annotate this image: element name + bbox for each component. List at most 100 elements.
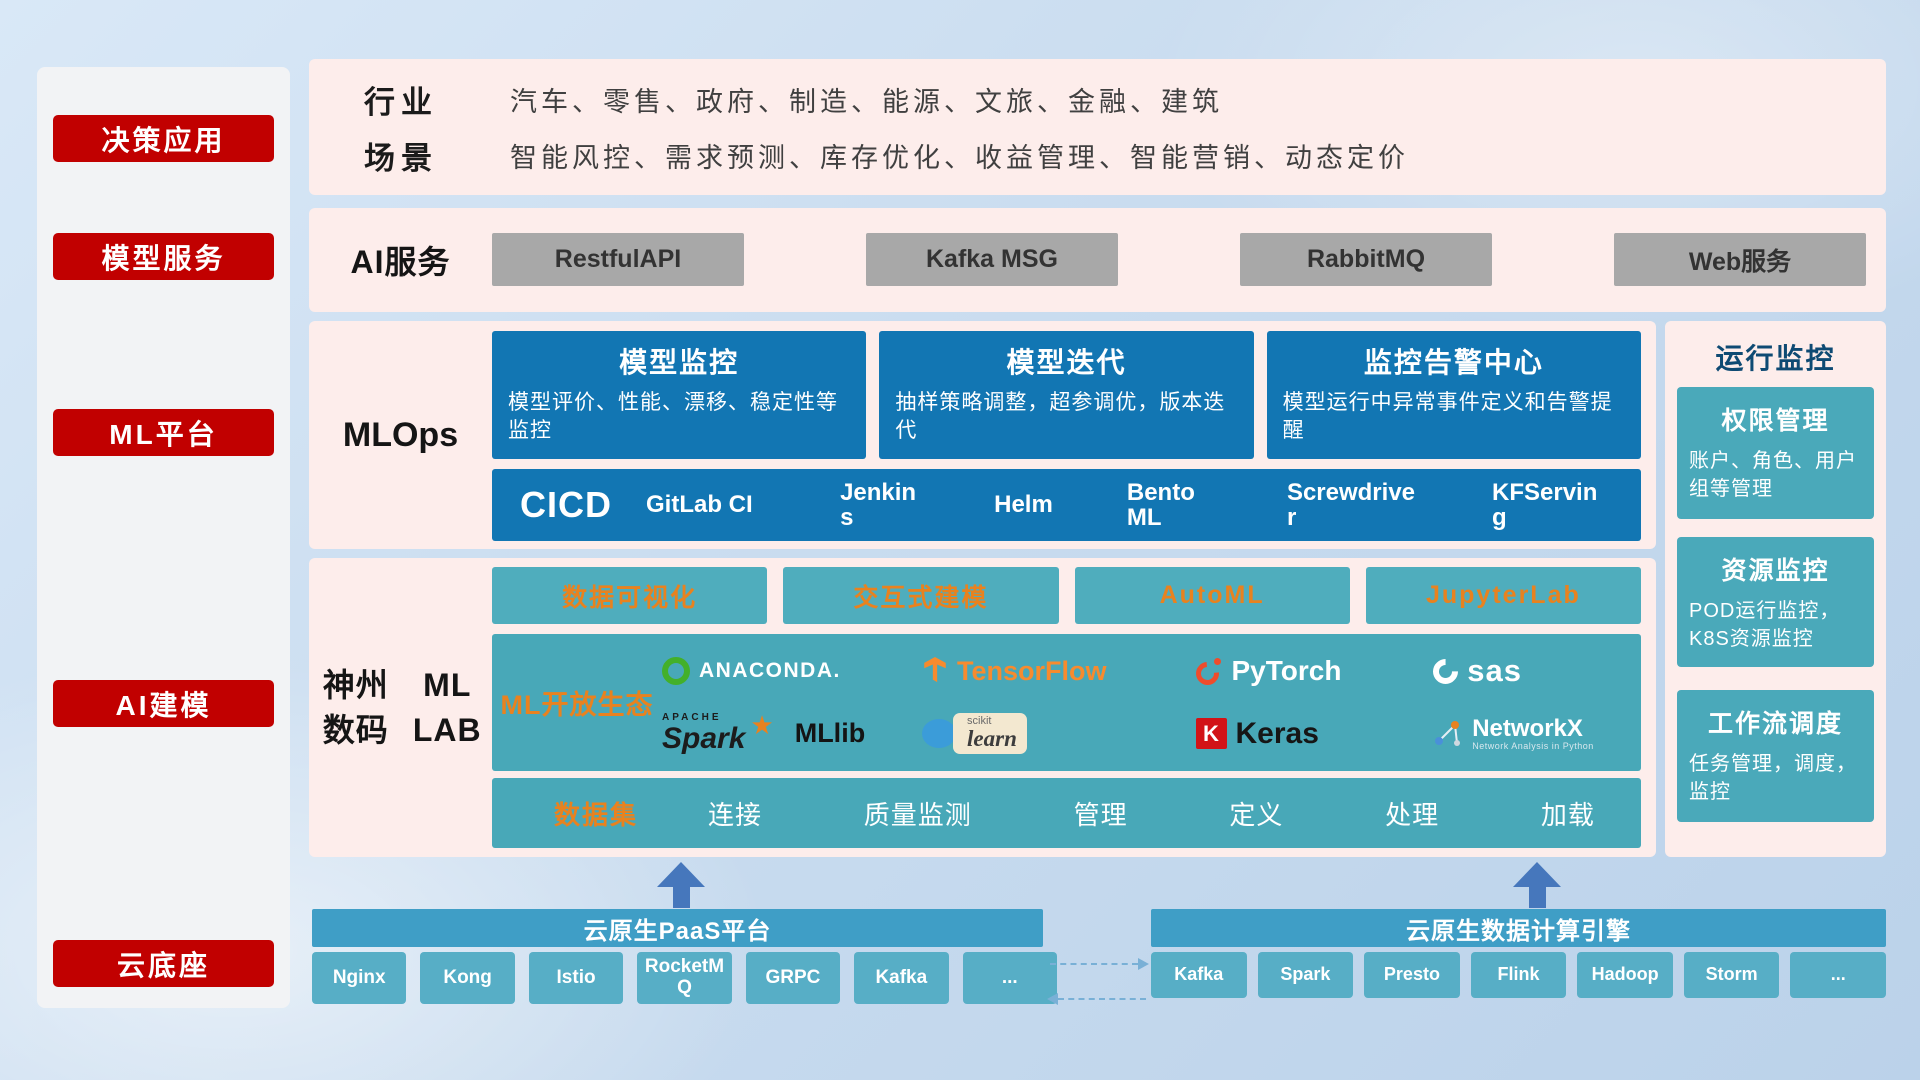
jenkins-item: Jenkins xyxy=(840,478,917,531)
mlops-panel: MLOps 模型监控 模型评价、性能、漂移、稳定性等监控 模型迭代 抽样策略调整… xyxy=(309,321,1656,549)
scene-row: 场景 智能风控、需求预测、库存优化、收益管理、智能营销、动态定价 xyxy=(309,133,1886,178)
spark-star-icon xyxy=(750,710,773,741)
ml-ecosystem-label: ML开放生态 xyxy=(500,690,654,720)
left-category-sidebar: 决策应用 模型服务 ML平台 AI建模 云底座 xyxy=(37,67,290,1008)
restfulapi-button[interactable]: RestfulAPI xyxy=(492,233,744,286)
scikit-learn-logo: scikit learn xyxy=(922,713,1185,755)
data-engine-components: Kafka Spark Presto Flink Hadoop Storm ..… xyxy=(1151,952,1887,998)
keras-logo: K Keras xyxy=(1195,716,1424,751)
scikit-text: scikit xyxy=(967,715,992,728)
networkx-text: NetworkX xyxy=(1472,715,1583,743)
ml-lab-label-line1: 神州数码 xyxy=(322,666,389,748)
kafka-msg-button[interactable]: Kafka MSG xyxy=(866,233,1118,286)
sas-icon xyxy=(1428,653,1464,689)
dataset-label: 数据集 xyxy=(554,799,639,830)
engine-presto-chip[interactable]: Presto xyxy=(1364,952,1460,998)
spark-text: APACHE Spark xyxy=(662,713,745,754)
keras-text: Keras xyxy=(1235,716,1319,750)
apache-text: APACHE xyxy=(662,712,722,724)
ai-service-label: AI服务 xyxy=(350,244,451,280)
mlops-cards: 模型监控 模型评价、性能、漂移、稳定性等监控 模型迭代 抽样策略调整，超参调优，… xyxy=(492,331,1641,459)
engine-kafka-chip[interactable]: Kafka xyxy=(1151,952,1247,998)
anaconda-text: ANACONDA. xyxy=(699,659,841,683)
paas-platform-header: 云原生PaaS平台 xyxy=(312,909,1043,947)
up-arrow-right xyxy=(1513,862,1561,908)
industry-label: 行业 xyxy=(364,84,438,120)
networkx-icon xyxy=(1435,720,1461,746)
dataset-item-manage: 管理 xyxy=(1073,799,1128,830)
networkx-text-stack: NetworkX Network Analysis in Python xyxy=(1472,716,1594,751)
ai-service-buttons: RestfulAPI Kafka MSG RabbitMQ Web服务 xyxy=(492,233,1866,286)
istio-chip[interactable]: Istio xyxy=(528,952,624,1004)
sidebar-item-ml-platform[interactable]: ML平台 xyxy=(53,409,274,456)
alert-center-card: 监控告警中心 模型运行中异常事件定义和告警提醒 xyxy=(1266,331,1641,459)
model-iteration-card: 模型迭代 抽样策略调整，超参调优，版本迭代 xyxy=(879,331,1254,459)
resource-monitor-desc: POD运行监控，K8S资源监控 xyxy=(1689,600,1841,650)
anaconda-icon xyxy=(662,657,690,686)
bentoml-item: BentoML xyxy=(1126,478,1195,531)
sas-logo: sas xyxy=(1428,653,1623,689)
engine-flink-chip[interactable]: Flink xyxy=(1470,952,1567,998)
keras-icon: K xyxy=(1195,718,1227,750)
jupyterlab-button[interactable]: JupyterLab xyxy=(1365,567,1641,624)
industry-list: 汽车、零售、政府、制造、能源、文旅、金融、建筑 xyxy=(510,86,1223,117)
model-monitoring-title: 模型监控 xyxy=(619,347,740,378)
kong-chip[interactable]: Kong xyxy=(420,952,515,1004)
rabbitmq-button[interactable]: RabbitMQ xyxy=(1240,233,1492,286)
scene-list: 智能风控、需求预测、库存优化、收益管理、智能营销、动态定价 xyxy=(510,142,1409,173)
sidebar-item-ai-modeling[interactable]: AI建模 xyxy=(53,680,274,727)
resource-monitor-card: 资源监控 POD运行监控，K8S资源监控 xyxy=(1677,537,1874,667)
tensorflow-icon xyxy=(924,657,946,683)
alert-center-title: 监控告警中心 xyxy=(1363,347,1544,378)
ecosystem-logo-grid: ANACONDA. TensorFlow PyTorch sas APACHE xyxy=(662,634,1641,771)
sidebar-item-decision-apps[interactable]: 决策应用 xyxy=(53,115,274,162)
ml-ecosystem-box: ML开放生态 ANACONDA. TensorFlow PyTorch sas xyxy=(492,634,1641,771)
engine-storm-chip[interactable]: Storm xyxy=(1683,952,1780,998)
cicd-bar: CICD GitLab CI Jenkins Helm BentoML Scre… xyxy=(492,469,1641,541)
tensorflow-text: TensorFlow xyxy=(957,655,1107,686)
screwdriver-item: Screwdriver xyxy=(1286,478,1416,531)
scikit-learn-icon xyxy=(922,719,957,749)
industry-row: 行业 汽车、零售、政府、制造、能源、文旅、金融、建筑 xyxy=(309,77,1886,122)
alert-center-desc: 模型运行中异常事件定义和告警提醒 xyxy=(1282,391,1613,443)
dashed-arrow-right xyxy=(1050,958,1149,970)
interactive-modeling-button[interactable]: 交互式建模 xyxy=(783,567,1059,624)
automl-button[interactable]: AutoML xyxy=(1074,567,1350,624)
pytorch-logo: PyTorch xyxy=(1190,655,1424,690)
dataset-item-load: 加载 xyxy=(1540,799,1595,830)
engine-hadoop-chip[interactable]: Hadoop xyxy=(1577,952,1673,998)
up-arrow-left xyxy=(657,862,705,908)
data-visualization-button[interactable]: 数据可视化 xyxy=(492,567,768,624)
pytorch-text: PyTorch xyxy=(1231,655,1342,687)
networkx-logo: NetworkX Network Analysis in Python xyxy=(1433,716,1623,751)
resource-monitor-title: 资源监控 xyxy=(1721,557,1830,585)
cicd-tools: GitLab CI Jenkins Helm BentoML Screwdriv… xyxy=(646,478,1641,531)
rocketmq-chip[interactable]: RocketMQ xyxy=(637,952,732,1004)
workflow-scheduler-card: 工作流调度 任务管理，调度，监控 xyxy=(1677,690,1874,822)
nginx-chip[interactable]: Nginx xyxy=(312,952,407,1004)
spark-mllib-logo: APACHE Spark MLlib xyxy=(662,713,912,754)
engine-spark-chip[interactable]: Spark xyxy=(1257,952,1354,998)
permission-management-title: 权限管理 xyxy=(1721,407,1830,435)
mllib-text: MLlib xyxy=(794,718,866,749)
workflow-scheduler-title: 工作流调度 xyxy=(1707,710,1843,738)
ml-lab-label-line2: ML LAB xyxy=(412,666,482,748)
paas-more-chip[interactable]: ... xyxy=(962,952,1057,1004)
pytorch-icon xyxy=(1190,657,1224,690)
dataset-item-quality: 质量监测 xyxy=(863,799,972,830)
sidebar-item-cloud-base[interactable]: 云底座 xyxy=(53,940,274,987)
kafka-chip[interactable]: Kafka xyxy=(854,952,949,1004)
grpc-chip[interactable]: GRPC xyxy=(745,952,841,1004)
sas-text: sas xyxy=(1467,653,1522,689)
tensorflow-logo: TensorFlow xyxy=(922,656,1185,687)
ml-lab-label: 神州数码 ML LAB xyxy=(309,558,492,857)
gitlab-ci-item: GitLab CI xyxy=(646,491,753,519)
sidebar-item-model-service[interactable]: 模型服务 xyxy=(53,233,274,280)
engine-more-chip[interactable]: ... xyxy=(1790,952,1887,998)
ml-lab-panel: 神州数码 ML LAB 数据可视化 交互式建模 AutoML JupyterLa… xyxy=(309,558,1656,857)
helm-item: Helm xyxy=(994,491,1053,519)
scene-label: 场景 xyxy=(364,140,438,176)
web-service-button[interactable]: Web服务 xyxy=(1614,233,1866,286)
paas-components: Nginx Kong Istio RocketMQ GRPC Kafka ... xyxy=(312,952,1057,1004)
